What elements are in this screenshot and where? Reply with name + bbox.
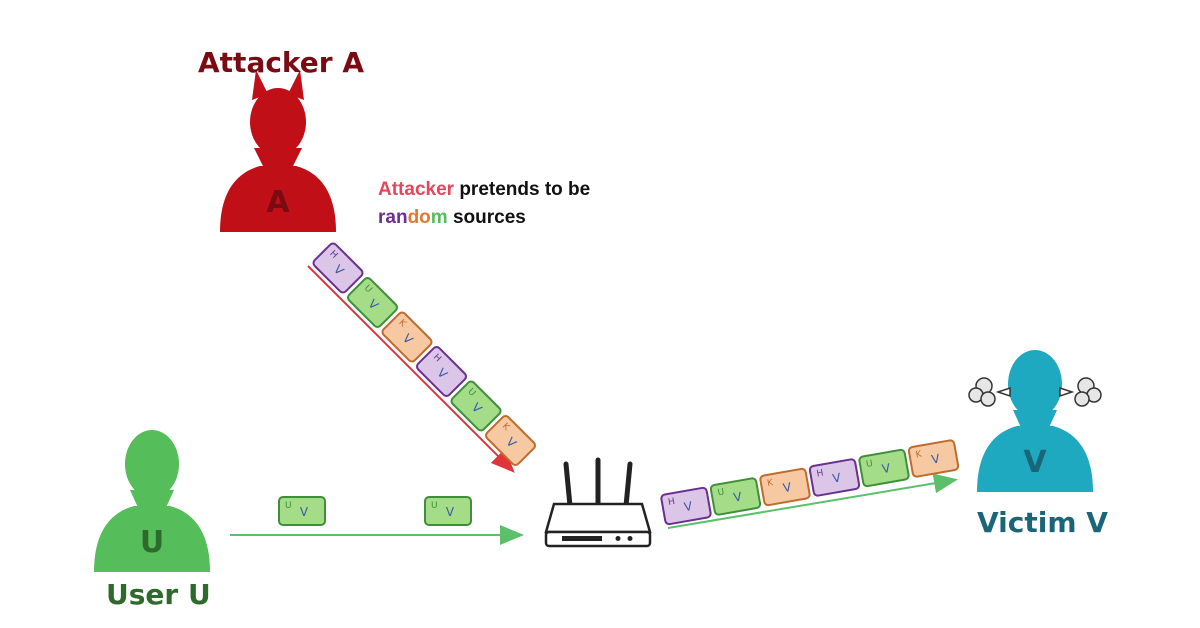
attacker-label: Attacker A bbox=[198, 46, 365, 79]
packet-source-label: U bbox=[285, 501, 292, 511]
packet: UV bbox=[450, 380, 502, 432]
packet: UV bbox=[346, 276, 399, 329]
user-label: User U bbox=[106, 578, 211, 611]
packet-source-label: H bbox=[327, 249, 339, 261]
victim-label: Victim V bbox=[977, 506, 1108, 539]
packet-source-label: H bbox=[816, 468, 824, 479]
packet-source-label: U bbox=[865, 459, 873, 470]
packet-dest-label: V bbox=[881, 461, 892, 476]
caption-line-2: random sources bbox=[378, 204, 590, 232]
steam-puff-right-icon bbox=[1059, 377, 1102, 407]
packet: KV bbox=[381, 311, 433, 363]
packet: HV bbox=[415, 345, 468, 398]
caption-line-1: Attacker pretends to be bbox=[378, 176, 590, 204]
packet-source-label: U bbox=[431, 501, 438, 511]
caption-rest-line-2: sources bbox=[447, 207, 526, 228]
packet-dest-label: V bbox=[831, 470, 842, 485]
packet-dest-label: V bbox=[782, 480, 793, 495]
packet-source-label: H bbox=[431, 352, 443, 364]
packet-dest-label: V bbox=[446, 505, 455, 519]
user-letter: U bbox=[140, 525, 164, 560]
packet-source-label: H bbox=[667, 497, 675, 508]
packet-dest-label: V bbox=[683, 499, 694, 514]
victim-letter: V bbox=[1023, 445, 1047, 480]
attacker-caption: Attacker pretends to be random sources bbox=[378, 176, 590, 232]
packet: KV bbox=[484, 414, 537, 467]
caption-word-attacker: Attacker bbox=[378, 179, 455, 200]
packet-source-label: K bbox=[915, 449, 924, 460]
packet-dest-label: V bbox=[930, 451, 941, 466]
attacker-person-icon: A bbox=[220, 70, 336, 232]
steam-puff-left-icon bbox=[968, 377, 1011, 407]
packet-source-label: K bbox=[766, 478, 775, 489]
user-person-icon: U bbox=[94, 430, 210, 572]
packet-source-label: U bbox=[717, 487, 725, 498]
victim-person-icon: V bbox=[977, 350, 1093, 492]
packet-dest-label: V bbox=[300, 505, 309, 519]
attacker-to-router-arrow bbox=[307, 265, 515, 473]
router-icon bbox=[544, 457, 652, 548]
caption-random-part-1: ran bbox=[378, 207, 408, 228]
packet-source-label: U bbox=[362, 283, 374, 295]
caption-rest-line-1: pretends to be bbox=[454, 179, 591, 200]
packet-source-label: U bbox=[465, 387, 477, 399]
caption-random-part-3: m bbox=[430, 207, 448, 228]
attacker-letter: A bbox=[266, 185, 290, 220]
router-to-victim-arrow bbox=[667, 473, 958, 529]
packet: HV bbox=[312, 242, 364, 294]
packet-dest-label: V bbox=[732, 489, 743, 504]
caption-random-part-2: do bbox=[407, 207, 431, 228]
